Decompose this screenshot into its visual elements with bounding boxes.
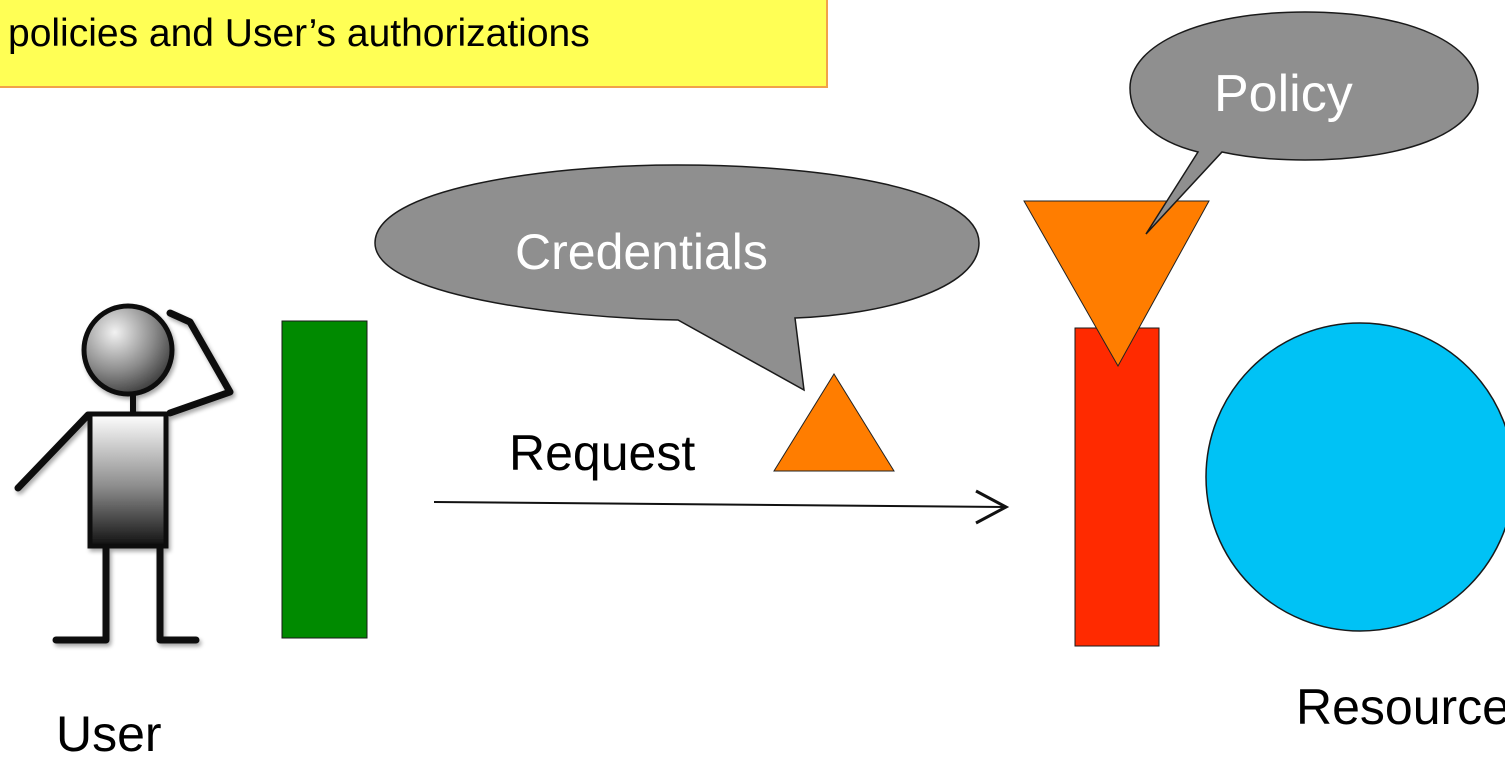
inverted-triangle-icon bbox=[1023, 200, 1210, 368]
thinking-person-icon bbox=[14, 303, 234, 644]
resource-gate-bar bbox=[1074, 327, 1160, 647]
banner-text: policies and User’s authorizations bbox=[8, 12, 590, 55]
credentials-bubble bbox=[374, 164, 980, 392]
user-label: User bbox=[56, 706, 162, 762]
resource-label: Resource bbox=[1296, 679, 1505, 735]
request-arrow bbox=[433, 489, 1010, 525]
policy-bubble bbox=[1129, 11, 1479, 235]
user-gate-bar bbox=[281, 320, 368, 639]
banner-box: policies and User’s authorizations bbox=[0, 0, 828, 88]
triangle-icon bbox=[773, 373, 895, 472]
policy-label: Policy bbox=[1214, 65, 1353, 123]
circle-icon bbox=[1205, 322, 1505, 632]
request-label: Request bbox=[509, 425, 696, 481]
credentials-label: Credentials bbox=[515, 224, 768, 280]
